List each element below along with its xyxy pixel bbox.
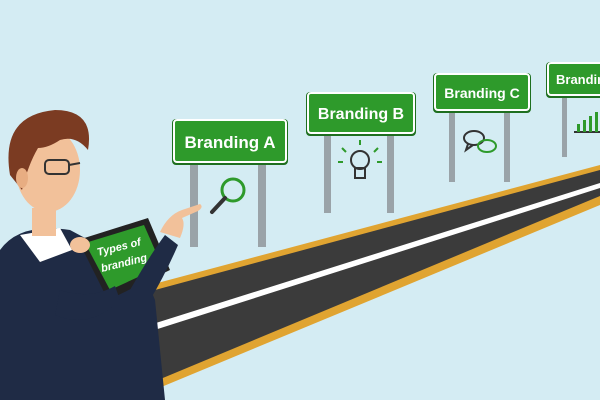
left-arm [55, 286, 120, 320]
sign-board [173, 119, 287, 163]
sign-post [387, 133, 394, 213]
sign-label: Brandin [556, 72, 600, 87]
magnifier-icon [210, 177, 246, 214]
sign-branding-c: Branding C [433, 73, 531, 182]
sign-post [324, 133, 331, 213]
neck [32, 208, 56, 236]
road [90, 165, 600, 400]
sign-label: Branding A [185, 133, 276, 152]
sign-label: Branding C [444, 85, 519, 101]
chat-bubbles-icon [463, 130, 497, 153]
sign-post [190, 162, 198, 247]
hair [8, 110, 90, 190]
sign-board [547, 62, 600, 96]
shirt-collar [20, 228, 72, 262]
glasses-icon [44, 159, 81, 175]
lightbulb-icon [338, 140, 382, 179]
right-arm [130, 235, 178, 300]
sign-board [307, 92, 415, 134]
sign-post [504, 110, 510, 182]
sign-branding-a: Branding A [172, 119, 288, 247]
bar-chart-icon [574, 112, 600, 133]
sign-branding-d: Brandin [546, 62, 600, 157]
pointing-hand [160, 204, 202, 238]
tablet: Types of branding [78, 218, 170, 300]
ear [16, 168, 28, 188]
sign-board [434, 73, 530, 111]
sign-branding-b: Branding B [306, 92, 416, 213]
sign-post [449, 110, 455, 182]
sign-post [562, 95, 567, 157]
road-center-line [140, 183, 600, 333]
holding-hand [70, 237, 90, 253]
sign-post [258, 162, 266, 247]
sign-label: Branding B [318, 106, 404, 123]
businessman-figure: Types of branding [0, 110, 202, 400]
road-edge-bottom [110, 196, 600, 400]
